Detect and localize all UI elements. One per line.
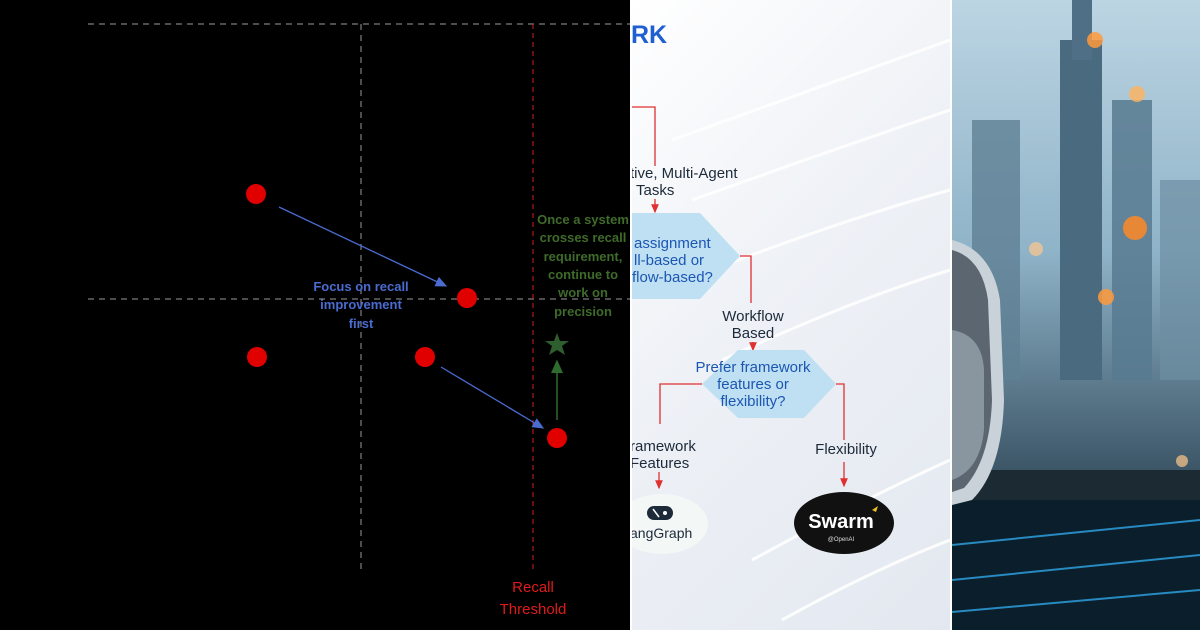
data-point <box>457 288 477 308</box>
window-frame <box>952 470 1200 500</box>
svg-text:ll-based or: ll-based or <box>634 252 704 269</box>
divider <box>950 0 952 630</box>
swarm-bee-icon <box>872 506 878 512</box>
prefer-decision-node <box>702 350 836 418</box>
city-skyline <box>972 0 1200 380</box>
swarm-logo-text: Swarm <box>808 511 874 533</box>
label-flexibility: Flexibility <box>815 441 877 458</box>
svg-text:first: first <box>349 316 374 331</box>
svg-text:Threshold: Threshold <box>500 601 567 618</box>
robot-city-photo <box>952 0 1200 630</box>
diagram-canvas: Focus on recall improvement first Once a… <box>88 23 630 618</box>
svg-text:improvement: improvement <box>320 297 402 312</box>
node-tasks: tive, Multi-Agent Tasks <box>632 165 738 199</box>
svg-text:requirement,: requirement, <box>544 249 623 264</box>
recall-precision-diagram: Focus on recall improvement first Once a… <box>88 23 630 618</box>
recall-annotation: Focus on recall improvement first <box>313 279 408 331</box>
glowing-desk <box>952 500 1200 630</box>
desk-glow-lines <box>952 519 1200 613</box>
connector <box>659 383 702 424</box>
assignment-decision-node <box>632 213 740 299</box>
divider <box>630 0 632 630</box>
svg-text:Based: Based <box>732 325 775 342</box>
svg-text:Tasks: Tasks <box>636 182 674 199</box>
label-framework-features: ramework Features <box>632 438 696 472</box>
connector <box>836 383 845 440</box>
recall-arrow-upper <box>278 206 448 287</box>
svg-text:Workflow: Workflow <box>722 308 784 325</box>
data-point <box>246 184 266 204</box>
connector <box>740 255 752 303</box>
data-point <box>547 428 567 448</box>
svg-text:work on: work on <box>557 285 608 300</box>
svg-text:Prefer framework: Prefer framework <box>695 359 811 376</box>
assignment-decision-text: assignment ll-based or flow-based? <box>632 235 713 286</box>
target-star-icon <box>545 333 569 355</box>
data-point <box>415 347 435 367</box>
framework-flowchart: RK tive, Multi-Agent Tasks assignment ll… <box>632 0 950 630</box>
bokeh-lights <box>1029 32 1188 467</box>
svg-text:continue to: continue to <box>548 267 618 282</box>
langgraph-logo-text: angGraph <box>632 525 692 541</box>
robot-figure <box>952 240 1004 505</box>
svg-text:Recall: Recall <box>512 579 554 596</box>
svg-text:Features: Features <box>632 455 689 472</box>
photo-canvas <box>952 0 1200 630</box>
swarm-logo-subtext: @OpenAI <box>828 537 855 543</box>
langgraph-logo <box>632 494 708 554</box>
svg-text:flexibility?: flexibility? <box>720 393 785 410</box>
label-workflow-based: Workflow Based <box>722 308 784 342</box>
svg-text:Focus on recall: Focus on recall <box>313 279 408 294</box>
data-point <box>247 347 267 367</box>
title-fragment: RK <box>632 21 667 49</box>
flowchart-canvas: RK tive, Multi-Agent Tasks assignment ll… <box>632 21 950 622</box>
svg-text:precision: precision <box>554 304 612 319</box>
svg-text:crosses recall: crosses recall <box>540 230 627 245</box>
svg-text:flow-based?: flow-based? <box>632 269 713 286</box>
recall-arrow-lower <box>440 366 545 429</box>
svg-text:tive, Multi-Agent: tive, Multi-Agent <box>632 165 738 182</box>
langgraph-link-icon <box>647 506 673 520</box>
svg-text:assignment: assignment <box>634 235 712 252</box>
svg-text:features or: features or <box>717 376 789 393</box>
recall-threshold-label: Recall Threshold <box>500 579 567 618</box>
svg-text:ramework: ramework <box>632 438 696 455</box>
prefer-decision-text: Prefer framework features or flexibility… <box>695 359 811 410</box>
precision-annotation: Once a system crosses recall requirement… <box>537 212 629 319</box>
svg-text:Once a system: Once a system <box>537 212 629 227</box>
swarm-logo <box>794 492 894 554</box>
connector <box>632 106 656 166</box>
